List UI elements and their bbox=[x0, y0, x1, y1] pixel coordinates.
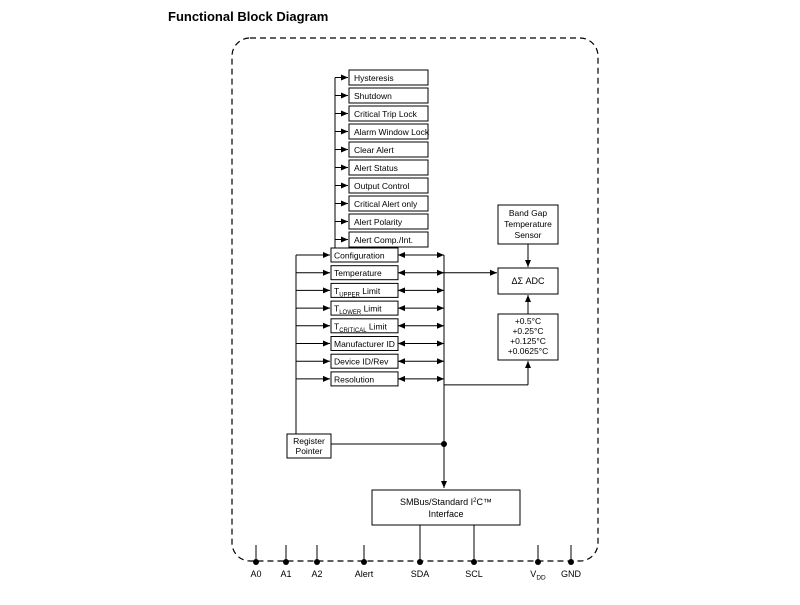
pin-label: Alert bbox=[355, 569, 374, 579]
pin-row: A0 A1 A2 Alert SDA SCL VDD GND bbox=[250, 525, 582, 582]
arrowhead bbox=[398, 305, 405, 312]
sensor-label-2: Temperature bbox=[504, 219, 552, 229]
option-label: Hysteresis bbox=[354, 73, 394, 83]
pin-dot bbox=[568, 559, 574, 565]
arrowhead bbox=[490, 269, 497, 276]
bus-wiring bbox=[295, 244, 531, 488]
arrowhead bbox=[437, 322, 444, 329]
interface-label-2: Interface bbox=[428, 509, 463, 519]
resolution-option: +0.125°C bbox=[510, 336, 546, 346]
register-pointer-label-2: Pointer bbox=[296, 446, 323, 456]
resolution-option: +0.0625°C bbox=[508, 346, 549, 356]
register-label: Manufacturer ID bbox=[334, 339, 395, 349]
arrowhead bbox=[437, 269, 444, 276]
arrowhead bbox=[398, 252, 405, 258]
arrowhead bbox=[437, 358, 444, 365]
resolution-option: +0.25°C bbox=[512, 326, 543, 336]
option-block bbox=[348, 195, 429, 212]
register-label: TCRITICAL Limit bbox=[334, 321, 387, 334]
option-block bbox=[348, 105, 429, 122]
arrowhead bbox=[437, 305, 444, 312]
option-block bbox=[348, 177, 429, 194]
option-label: Alert Status bbox=[354, 163, 398, 173]
register-label: Temperature bbox=[334, 268, 382, 278]
option-block bbox=[348, 213, 429, 230]
option-label: Critical Trip Lock bbox=[354, 109, 418, 119]
arrowhead bbox=[398, 269, 405, 276]
resolution-options-block: +0.5°C+0.25°C+0.125°C+0.0625°C bbox=[497, 313, 559, 361]
interface-block: SMBus/Standard I2C™ Interface bbox=[371, 489, 521, 526]
arrowhead bbox=[398, 340, 405, 347]
adc-block: ΔΣ ADC bbox=[497, 267, 559, 295]
register-label: Device ID/Rev bbox=[334, 357, 389, 367]
arrowhead bbox=[437, 287, 444, 294]
sensor-label-1: Band Gap bbox=[509, 208, 548, 218]
pin-label: VDD bbox=[530, 569, 546, 582]
arrowhead bbox=[398, 375, 405, 382]
option-label: Alert Comp./Int. bbox=[354, 235, 413, 245]
option-block bbox=[348, 159, 429, 176]
diagram-title: Functional Block Diagram bbox=[168, 9, 329, 24]
pin-label: A1 bbox=[280, 569, 291, 579]
option-label: Shutdown bbox=[354, 91, 392, 101]
register-label: Resolution bbox=[334, 374, 374, 384]
arrowhead bbox=[398, 358, 405, 365]
register-pointer-label-1: Register bbox=[293, 436, 325, 446]
option-block bbox=[348, 87, 429, 104]
pin-dot bbox=[535, 559, 541, 565]
register-pointer-block: Register Pointer bbox=[286, 433, 332, 459]
option-label: Clear Alert bbox=[354, 145, 394, 155]
option-block bbox=[348, 231, 429, 248]
option-label: Output Control bbox=[354, 181, 409, 191]
pin-dot bbox=[361, 559, 367, 565]
pin-dot bbox=[253, 559, 259, 565]
arrowhead bbox=[398, 287, 405, 294]
pin-dot bbox=[471, 559, 477, 565]
adc-label: ΔΣ ADC bbox=[511, 276, 545, 286]
option-label: Alert Polarity bbox=[354, 217, 403, 227]
option-block bbox=[348, 123, 429, 140]
register-label: TLOWER Limit bbox=[334, 304, 382, 317]
interface-label-1: SMBus/Standard I2C™ bbox=[400, 497, 492, 507]
resolution-option: +0.5°C bbox=[515, 316, 541, 326]
pin-dot bbox=[417, 559, 423, 565]
pin-label: A2 bbox=[311, 569, 322, 579]
pin-label: SCL bbox=[465, 569, 483, 579]
arrowhead bbox=[437, 252, 444, 258]
sensor-block: Band Gap Temperature Sensor bbox=[497, 204, 559, 245]
pin-dot bbox=[314, 559, 320, 565]
chip-boundary bbox=[231, 37, 599, 562]
arrowhead bbox=[437, 340, 444, 347]
pin-label: GND bbox=[561, 569, 582, 579]
sensor-label-3: Sensor bbox=[515, 230, 542, 240]
arrowhead bbox=[437, 375, 444, 382]
register-label: TUPPER Limit bbox=[334, 286, 381, 299]
option-label: Alarm Window Lock bbox=[354, 127, 430, 137]
arrowhead bbox=[398, 322, 405, 329]
option-block bbox=[348, 69, 429, 86]
option-label: Critical Alert only bbox=[354, 199, 418, 209]
pin-dot bbox=[283, 559, 289, 565]
register-label: Configuration bbox=[334, 251, 385, 261]
pin-label: A0 bbox=[250, 569, 261, 579]
pin-label: SDA bbox=[411, 569, 430, 579]
option-block bbox=[348, 141, 429, 158]
